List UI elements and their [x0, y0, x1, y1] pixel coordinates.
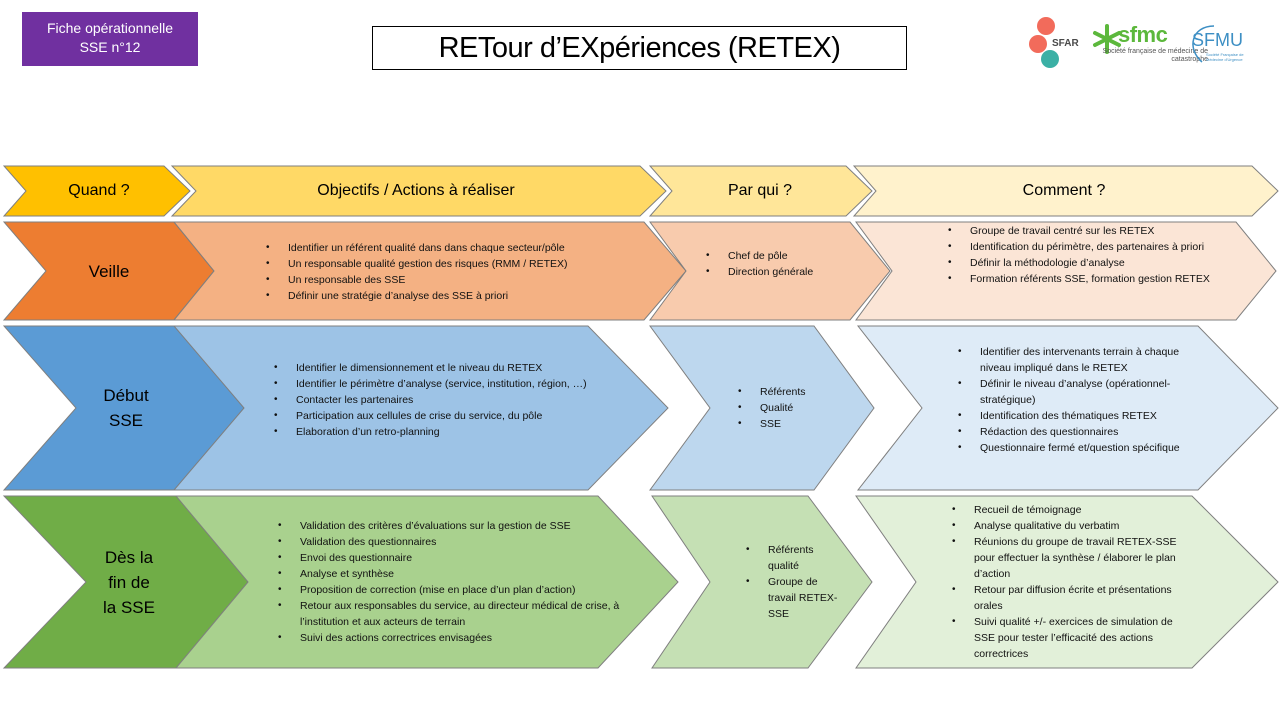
header-objectifs: Objectifs / Actions à réaliser	[170, 165, 667, 217]
page-title: RETour d’EXpériences (RETEX)	[372, 26, 907, 70]
fiche-badge: Fiche opérationnelle SSE n°12	[22, 12, 198, 66]
list-item: Rédaction des questionnaires	[954, 424, 1204, 440]
comment-fin: Recueil de témoignage Analyse qualitativ…	[948, 502, 1194, 662]
sfmc-snowflake-icon	[1093, 24, 1121, 54]
list-item: Elaboration d’un retro-planning	[270, 424, 640, 440]
par-qui-fin: Référents qualité Groupe de travail RETE…	[742, 542, 842, 622]
list-item: Participation aux cellules de crise du s…	[270, 408, 640, 424]
list-item: Un responsable qualité gestion des risqu…	[262, 256, 662, 272]
list-item: Groupe de travail RETEX-SSE	[742, 574, 842, 622]
phase-debut-sse-label-line: SSE	[108, 411, 144, 430]
sfar-logo-mark	[1029, 17, 1059, 68]
header-par-qui-label: Par qui ?	[727, 182, 793, 199]
sfmu-logo-subtitle: Société Française de Médecine d'Urgence	[1206, 52, 1244, 62]
header-par-qui: Par qui ?	[648, 165, 873, 217]
sfmu-swoosh-icon	[1192, 25, 1215, 63]
phase-veille-label-line: Veille	[88, 261, 130, 281]
list-item: Envoi des questionnaire	[274, 550, 634, 566]
sfmc-logo-text: sfmc	[1118, 22, 1168, 47]
par-qui-debut: Référents Qualité SSE	[734, 384, 854, 432]
logos: SFAR sfmc Société française de médecine …	[1028, 14, 1268, 74]
fiche-badge-line2: SSE n°12	[79, 39, 141, 55]
list-item: Validation des questionnaires	[274, 534, 634, 550]
sfar-logo-text: SFAR	[1052, 38, 1079, 49]
list-item: Recueil de témoignage	[948, 502, 1194, 518]
list-item: Définir le niveau d’analyse (opérationne…	[954, 376, 1204, 408]
list-item: Identification du périmètre, des partena…	[944, 239, 1244, 255]
phase-fin-sse: Dès la fin de la SSE	[2, 495, 255, 669]
phase-fin-sse-label: Dès la fin de la SSE	[72, 496, 186, 668]
list-item: Un responsable des SSE	[262, 272, 662, 288]
phase-fin-sse-label-line: fin de	[108, 572, 150, 592]
list-item: Analyse et synthèse	[274, 566, 634, 582]
header-quand-label: Quand ?	[68, 182, 130, 199]
list-item: Questionnaire fermé et/question spécifiq…	[954, 440, 1204, 456]
phase-fin-sse-label-line: la SSE	[103, 597, 155, 617]
list-item: Définir la méthodologie d’analyse	[944, 255, 1244, 271]
phase-veille-label: Veille	[44, 222, 174, 320]
header-quand: Quand ?	[2, 165, 191, 217]
list-item: Analyse qualitative du verbatim	[948, 518, 1194, 534]
objectifs-fin: Validation des critères d’évaluations su…	[274, 518, 634, 646]
objectifs-debut: Identifier le dimensionnement et le nive…	[270, 360, 640, 440]
sfmc-logo-subtitle: Société française de médecine de catastr…	[1102, 48, 1208, 63]
phase-debut-sse-label-line: Début	[103, 386, 149, 405]
list-item: Identifier un référent qualité dans dans…	[262, 240, 662, 256]
list-item: Réunions du groupe de travail RETEX-SSE …	[948, 534, 1194, 582]
list-item: Identifier le périmètre d’analyse (servi…	[270, 376, 640, 392]
objectifs-veille: Identifier un référent qualité dans dans…	[262, 240, 662, 304]
list-item: Suivi qualité +/- exercices de simulatio…	[948, 614, 1194, 662]
header-objectifs-label: Objectifs / Actions à réaliser	[317, 182, 515, 199]
sfmc-logo: sfmc Société française de médecine de ca…	[1088, 22, 1208, 72]
par-qui-veille: Chef de pôle Direction générale	[702, 248, 842, 280]
comment-veille: Groupe de travail centré sur les RETEX I…	[944, 223, 1244, 287]
list-item: Contacter les partenaires	[270, 392, 640, 408]
list-item: Retour par diffusion écrite et présentat…	[948, 582, 1194, 614]
comment-debut: Identifier des intervenants terrain à ch…	[954, 344, 1204, 456]
list-item: Formation référents SSE, formation gesti…	[944, 271, 1244, 287]
list-item: Qualité	[734, 400, 854, 416]
list-item: Identification des thématiques RETEX	[954, 408, 1204, 424]
phase-veille: Veille	[2, 221, 215, 321]
header-comment-label: Comment ?	[1022, 182, 1106, 199]
list-item: Retour aux responsables du service, au d…	[274, 598, 634, 630]
list-item: Proposition de correction (mise en place…	[274, 582, 634, 598]
header-comment: Comment ?	[852, 165, 1279, 217]
list-item: Définir une stratégie d’analyse des SSE …	[262, 288, 662, 304]
list-item: Identifier le dimensionnement et le nive…	[270, 360, 640, 376]
phase-debut-sse-label: Début SSE	[68, 326, 184, 490]
list-item: Suivi des actions correctrices envisagée…	[274, 630, 634, 646]
sfar-logo: SFAR	[1028, 14, 1084, 72]
phase-fin-sse-label-line: Dès la	[104, 547, 154, 567]
list-item: Identifier des intervenants terrain à ch…	[954, 344, 1204, 376]
sfmu-logo-text: SFMU	[1192, 30, 1243, 50]
sfmu-logo: SFMU Société Française de Médecine d'Urg…	[1184, 22, 1246, 68]
fiche-badge-line1: Fiche opérationnelle	[46, 20, 174, 36]
list-item: Référents	[734, 384, 854, 400]
list-item: Chef de pôle	[702, 248, 842, 264]
list-item: Direction générale	[702, 264, 842, 280]
list-item: Groupe de travail centré sur les RETEX	[944, 223, 1244, 239]
list-item: Référents qualité	[742, 542, 842, 574]
list-item: Validation des critères d’évaluations su…	[274, 518, 634, 534]
list-item: SSE	[734, 416, 854, 432]
